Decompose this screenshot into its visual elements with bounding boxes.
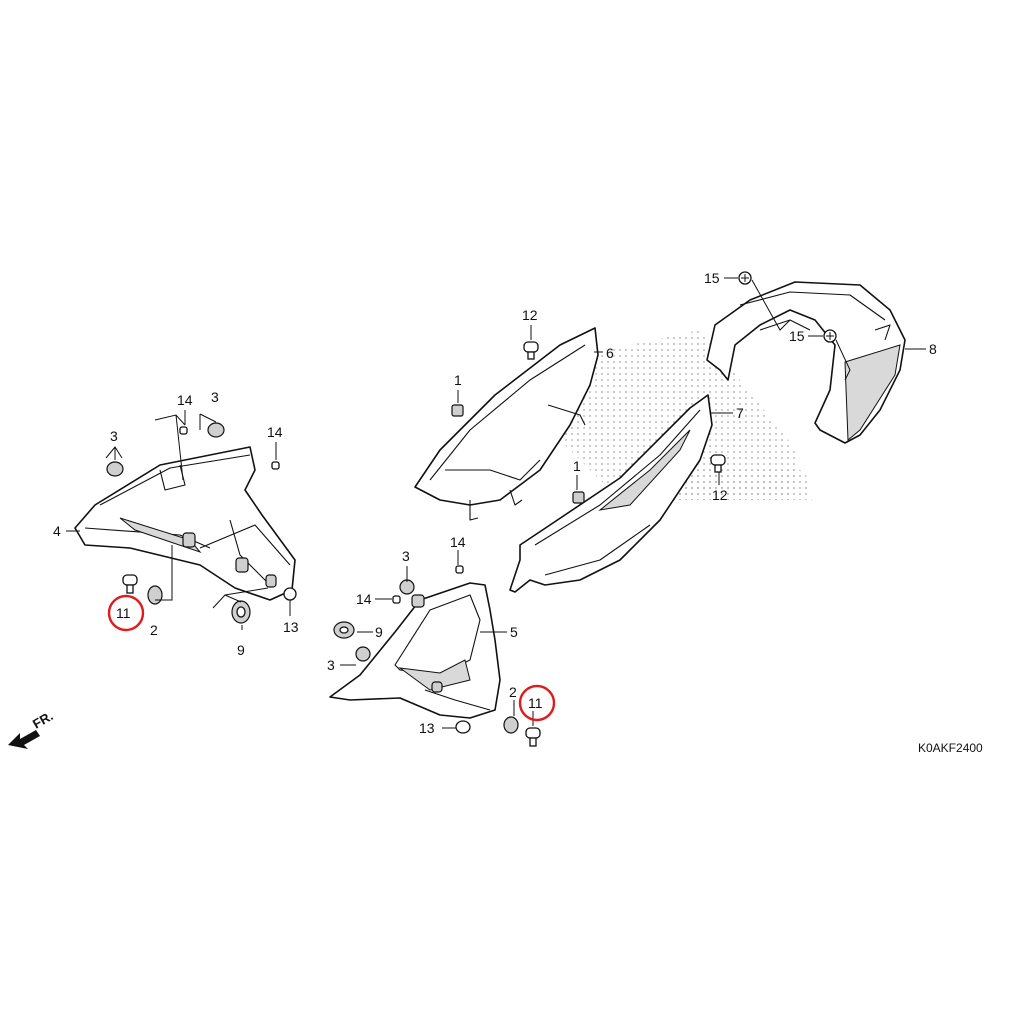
highlight-ring-11-right (518, 684, 556, 722)
label-1-lower: 1 (573, 458, 581, 474)
label-15-lower: 15 (789, 328, 805, 344)
bolt-12-upper (523, 341, 539, 360)
clip-13-left (283, 587, 297, 601)
bolt-11-left (122, 574, 138, 594)
label-14-c: 14 (450, 534, 466, 550)
label-7: 7 (736, 405, 744, 421)
label-15-upper: 15 (704, 270, 720, 286)
part-8-rear-cowl (706, 281, 906, 444)
label-2-right: 2 (509, 684, 517, 700)
label-12-upper: 12 (522, 307, 538, 323)
label-1-upper: 1 (454, 372, 462, 388)
highlight-ring-11-left (107, 594, 145, 632)
screw-14-b (271, 461, 280, 470)
label-9-right: 9 (375, 624, 383, 640)
grommet-2-right (503, 716, 519, 734)
screw-14-c (455, 565, 464, 574)
label-3-c: 3 (402, 548, 410, 564)
screw-15-lower (823, 329, 837, 343)
leader-lines (66, 277, 926, 729)
part-5-side-cover-lower (329, 582, 501, 719)
part-6-upper-side-panel (414, 327, 599, 521)
label-14-d: 14 (356, 591, 372, 607)
label-8: 8 (929, 341, 937, 357)
label-2-left: 2 (150, 622, 158, 638)
clip-13-right (455, 720, 471, 734)
clip-1-upper (451, 404, 464, 417)
label-13-right: 13 (419, 720, 435, 736)
label-12-lower: 12 (712, 487, 728, 503)
label-6: 6 (606, 345, 614, 361)
grommet-3-c (399, 579, 415, 595)
screw-15-upper (738, 271, 752, 285)
reference-numbers: 4 11 2 9 13 3 3 14 14 3 14 14 9 3 5 13 2… (53, 270, 937, 736)
label-13-left: 13 (283, 619, 299, 635)
part-7-lower-rear-panel (509, 394, 713, 593)
grommet-3-b (207, 422, 225, 438)
grommet-9-left (231, 600, 251, 624)
diagram-code: K0AKF2400 (918, 741, 983, 755)
bolt-12-lower (710, 454, 726, 473)
fastener-parts (106, 271, 837, 747)
label-5: 5 (510, 624, 518, 640)
label-4: 4 (53, 523, 61, 539)
front-label: FR. (30, 708, 56, 731)
screw-14-d (392, 595, 401, 604)
grommet-3-a (106, 461, 124, 477)
label-9-left: 9 (237, 642, 245, 658)
label-3-d: 3 (327, 657, 335, 673)
front-direction-arrow-icon: FR. (8, 708, 56, 749)
grommet-3-d (355, 646, 371, 662)
grommet-2-left (147, 585, 163, 605)
label-3-a: 3 (110, 428, 118, 444)
label-11-left: 11 (116, 605, 131, 621)
label-11-right: 11 (528, 695, 543, 711)
clip-1-lower (572, 491, 585, 504)
bolt-11-right (525, 727, 541, 747)
label-3-b: 3 (211, 389, 219, 405)
screw-14-a (179, 426, 188, 435)
label-14-a: 14 (177, 392, 193, 408)
label-14-b: 14 (267, 424, 283, 440)
grommet-9-right (333, 621, 355, 639)
